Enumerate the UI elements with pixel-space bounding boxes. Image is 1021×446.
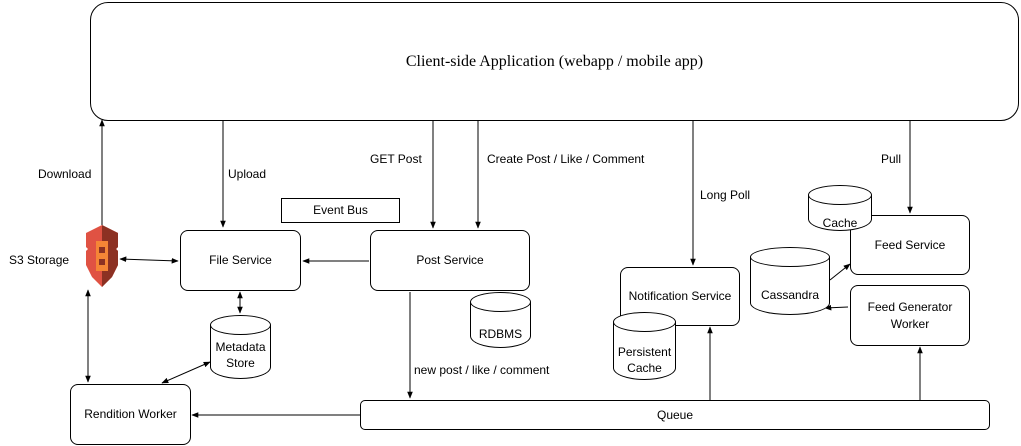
rdbms-database: RDBMS	[470, 292, 531, 348]
cassandra-database: Cassandra	[750, 247, 830, 315]
get-post-label: GET Post	[370, 152, 422, 166]
rdbms-label: RDBMS	[478, 327, 523, 341]
client-application-box: Client-side Application (webapp / mobile…	[90, 2, 1019, 121]
upload-label: Upload	[228, 167, 267, 181]
rendition-worker-box: Rendition Worker	[70, 384, 191, 445]
long-poll-label: Long Poll	[700, 188, 751, 202]
cache-label: Cache	[822, 216, 858, 230]
aws-s3-bucket-icon	[86, 225, 118, 287]
event-bus-label: Event Bus	[313, 203, 368, 218]
s3-file-service-arrow	[119, 256, 179, 264]
rendition-worker-label: Rendition Worker	[84, 407, 177, 422]
feed-generator-to-cassandra-arrow	[824, 304, 849, 311]
event-bus-box: Event Bus	[281, 198, 400, 223]
pull-label: Pull	[881, 152, 902, 166]
file-service-label: File Service	[209, 253, 272, 268]
cache-database: Cache	[808, 185, 872, 231]
client-application-label: Client-side Application (webapp / mobile…	[405, 52, 704, 70]
cassandra-to-feed-service-arrow	[829, 263, 851, 281]
cassandra-label: Cassandra	[760, 288, 820, 302]
new-post-label: new post / like / comment	[414, 363, 550, 377]
queue-label: Queue	[656, 407, 694, 422]
feed-service-box: Feed Service	[850, 215, 970, 275]
download-label: Download	[38, 167, 92, 181]
feed-service-label: Feed Service	[874, 237, 946, 252]
s3-storage-label: S3 Storage	[9, 253, 70, 267]
notification-service-label: Notification Service	[628, 289, 732, 304]
metadata-rendition-arrow	[161, 361, 211, 384]
create-post-label: Create Post / Like / Comment	[487, 152, 645, 166]
file-service-box: File Service	[180, 230, 301, 291]
post-service-box: Post Service	[370, 230, 530, 291]
queue-box: Queue	[360, 400, 990, 430]
post-service-label: Post Service	[416, 253, 484, 268]
